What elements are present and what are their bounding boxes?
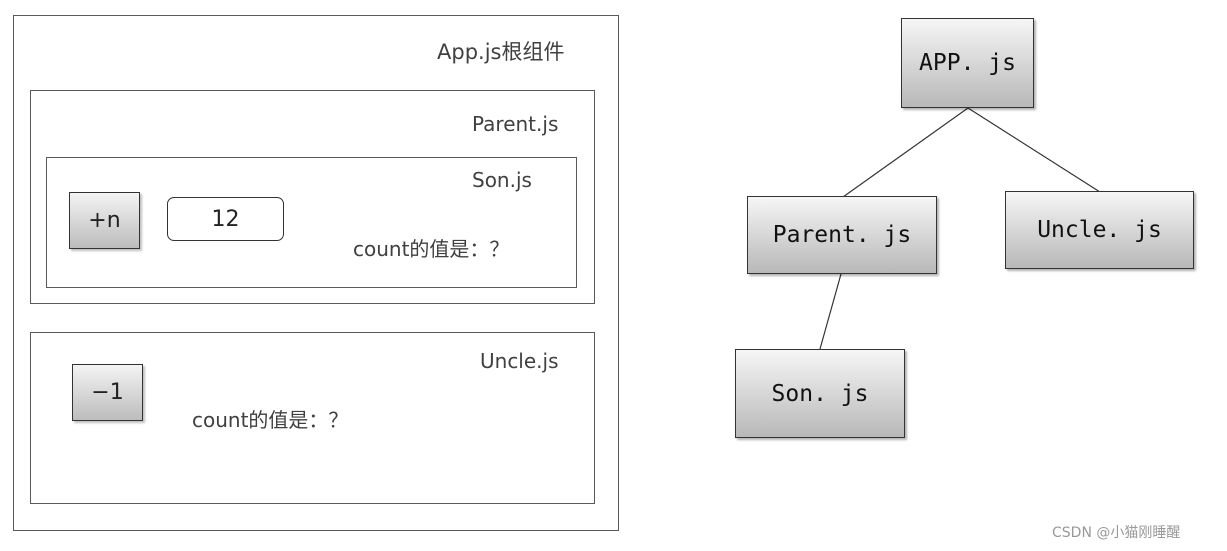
edge-app-uncle: [967, 107, 1101, 193]
add-n-button[interactable]: +n: [69, 192, 140, 249]
edge-parent-son: [819, 273, 842, 350]
parent-component-label: Parent.js: [472, 112, 559, 136]
tree-node-parent: Parent. js: [747, 196, 937, 274]
edge-app-parent: [842, 107, 969, 198]
minus-one-button[interactable]: −1: [72, 364, 143, 421]
n-value-input[interactable]: 12: [167, 197, 284, 241]
son-component-label: Son.js: [472, 168, 532, 192]
tree-node-son: Son. js: [735, 349, 905, 438]
watermark: CSDN @小猫刚睡醒: [1052, 525, 1181, 541]
tree-node-uncle: Uncle. js: [1005, 191, 1194, 269]
uncle-component-label: Uncle.js: [480, 349, 559, 373]
uncle-count-text: count的值是：？: [192, 408, 349, 432]
app-component-label: App.js根组件: [437, 40, 565, 64]
tree-node-app: APP. js: [901, 18, 1034, 108]
son-count-text: count的值是：？: [353, 237, 510, 261]
